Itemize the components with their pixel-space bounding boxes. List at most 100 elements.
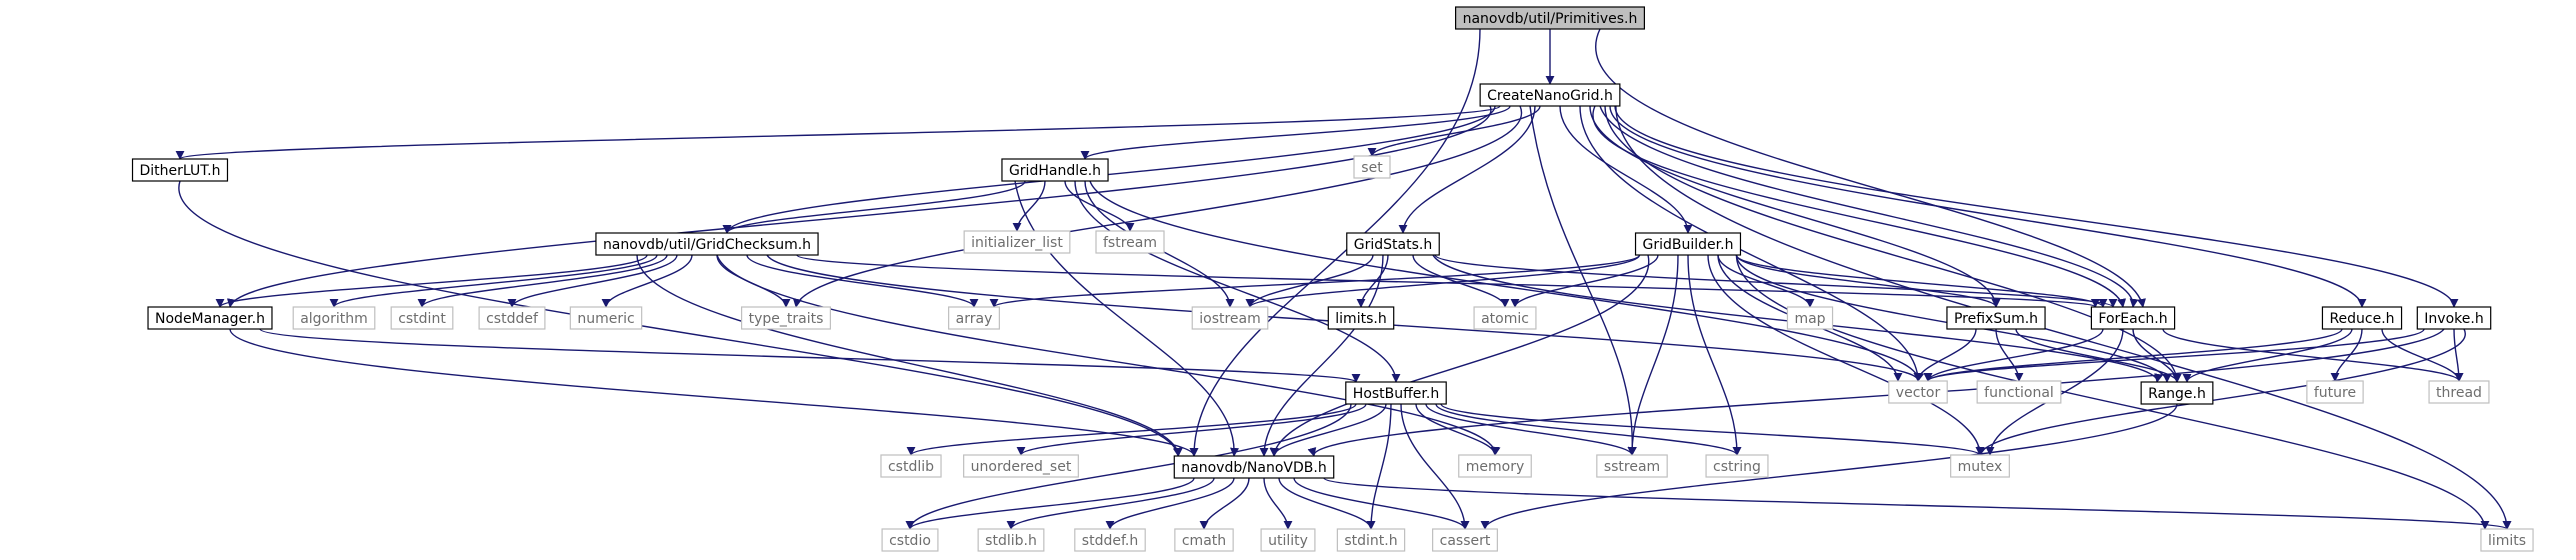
edge-hostbuffer-to-nanovdb xyxy=(1269,403,1387,457)
edge-gridchecksum-to-cstdint xyxy=(417,254,668,308)
edge-gridstats-to-atomic xyxy=(1412,254,1510,308)
node-label: functional xyxy=(1984,385,2054,401)
node-label: CreateNanoGrid.h xyxy=(1487,88,1613,104)
node-box xyxy=(1174,528,1234,552)
node-box xyxy=(1001,158,1109,182)
edge-hostbuffer-to-mutex xyxy=(1440,403,1985,456)
edge-gridhandle-to-vector xyxy=(1089,180,1924,382)
edge-nanovdb-to-limits xyxy=(1323,477,2511,530)
edge-gridhandle-to-hostbuffer xyxy=(1074,180,1401,383)
node-box xyxy=(390,306,454,330)
node-label: initializer_list xyxy=(971,235,1063,251)
node-limits-h[interactable]: limits.h xyxy=(1327,306,1395,330)
node-box xyxy=(569,306,643,330)
node-box xyxy=(292,306,376,330)
node-box xyxy=(2140,381,2214,405)
edge-foreach-to-vector xyxy=(1923,328,2104,382)
node-label: stdlib.h xyxy=(985,533,1037,549)
node-cmath: cmath xyxy=(1174,528,1234,552)
edge-gridbuilder-to-atomic xyxy=(1510,254,1659,308)
edge-gridhandle-to-nanovdb xyxy=(1014,180,1239,457)
edge-nodemanager-to-hostbuffer xyxy=(259,328,1361,383)
node-invoke[interactable]: Invoke.h xyxy=(2416,306,2492,330)
node-stdlib-h: stdlib.h xyxy=(977,528,1045,552)
edge-gridchecksum-to-nanovdb xyxy=(636,254,1183,457)
edge-createnanogrid-to-foreach xyxy=(1592,105,2127,308)
node-cassert: cassert xyxy=(1432,528,1498,552)
node-ditherlut[interactable]: DitherLUT.h xyxy=(131,158,229,182)
node-label: PrefixSum.h xyxy=(1954,311,2038,327)
node-prefixsum[interactable]: PrefixSum.h xyxy=(1946,306,2046,330)
node-label: fstream xyxy=(1103,235,1157,251)
node-label: GridStats.h xyxy=(1354,237,1432,253)
node-label: limits xyxy=(2488,533,2526,549)
node-vector: vector xyxy=(1888,380,1948,404)
node-gridchecksum[interactable]: nanovdb/util/GridChecksum.h xyxy=(595,232,819,256)
edge-createnanogrid-to-ditherlut xyxy=(176,105,1501,160)
node-label: cstdlib xyxy=(888,459,934,475)
node-label: vector xyxy=(1896,385,1941,401)
node-box xyxy=(1432,528,1498,552)
node-iostream: iostream xyxy=(1191,306,1269,330)
node-label: nanovdb/NanoVDB.h xyxy=(1181,460,1326,476)
node-box xyxy=(1976,380,2062,404)
node-reduce[interactable]: Reduce.h xyxy=(2321,306,2403,330)
node-nodemanager[interactable]: NodeManager.h xyxy=(147,306,273,330)
edge-gridchecksum-to-cstddef xyxy=(507,254,678,308)
edge-hostbuffer-to-sstream xyxy=(1425,403,1637,456)
node-label: future xyxy=(2314,385,2356,401)
node-box xyxy=(2090,306,2176,330)
node-box xyxy=(1345,381,1447,405)
node-box xyxy=(1173,455,1335,479)
node-cstddef: cstddef xyxy=(478,306,546,330)
node-label: HostBuffer.h xyxy=(1353,386,1439,402)
node-box xyxy=(1346,232,1440,256)
node-range[interactable]: Range.h xyxy=(2140,381,2214,405)
node-gridstats[interactable]: GridStats.h xyxy=(1346,232,1440,256)
node-nanovdb[interactable]: nanovdb/NanoVDB.h xyxy=(1173,455,1335,479)
node-label: sstream xyxy=(1604,459,1660,475)
node-array: array xyxy=(948,306,1000,330)
edge-gridbuilder-to-nanovdb xyxy=(1270,254,1650,457)
edge-nanovdb-to-cassert xyxy=(1293,477,1470,530)
dependency-edges xyxy=(176,28,2512,530)
edge-gridbuilder-to-foreach xyxy=(1735,254,2108,308)
node-set: set xyxy=(1353,155,1391,179)
node-stddef-h: stddef.h xyxy=(1074,528,1146,552)
node-utility: utility xyxy=(1260,528,1316,552)
node-label: GridHandle.h xyxy=(1009,163,1101,179)
node-label: numeric xyxy=(577,311,634,327)
edge-nodemanager-to-nanovdb xyxy=(229,328,1199,457)
edge-prefixsum-to-range xyxy=(2015,328,2182,383)
edge-invoke-to-nanovdb xyxy=(1307,328,2445,457)
node-gridhandle[interactable]: GridHandle.h xyxy=(1001,158,1109,182)
node-stdint-h: stdint.h xyxy=(1336,528,1406,552)
node-label: stddef.h xyxy=(1082,533,1138,549)
node-label: GridBuilder.h xyxy=(1643,237,1734,253)
node-box xyxy=(2306,380,2364,404)
edge-gridhandle-to-initializer-list xyxy=(1012,180,1046,232)
node-box xyxy=(741,306,831,330)
edge-hostbuffer-to-memory xyxy=(1415,403,1500,456)
edge-createnanogrid-to-nodemanager xyxy=(227,105,1492,308)
node-label: set xyxy=(1361,160,1383,176)
edge-gridchecksum-to-nodemanager xyxy=(215,254,648,308)
edge-gridchecksum-to-memory xyxy=(716,254,1501,456)
node-gridbuilder[interactable]: GridBuilder.h xyxy=(1634,232,1742,256)
node-hostbuffer[interactable]: HostBuffer.h xyxy=(1345,381,1447,405)
node-foreach[interactable]: ForEach.h xyxy=(2090,306,2176,330)
node-label: map xyxy=(1794,311,1825,327)
edge-nanovdb-to-cstdio xyxy=(905,477,1195,530)
node-box xyxy=(478,306,546,330)
node-box xyxy=(1705,454,1769,478)
edge-createnanogrid-to-foreach xyxy=(1599,105,2139,308)
node-primitives: nanovdb/util/Primitives.h xyxy=(1455,6,1645,30)
edge-ditherlut-to-nanovdb xyxy=(178,180,1182,457)
edge-gridhandle-to-gridchecksum xyxy=(722,180,1026,234)
node-box xyxy=(1191,306,1269,330)
node-box xyxy=(1353,155,1391,179)
node-algorithm: algorithm xyxy=(292,306,376,330)
node-createnanogrid[interactable]: CreateNanoGrid.h xyxy=(1479,83,1621,107)
node-cstdlib: cstdlib xyxy=(880,454,942,478)
node-label: NodeManager.h xyxy=(155,311,265,327)
